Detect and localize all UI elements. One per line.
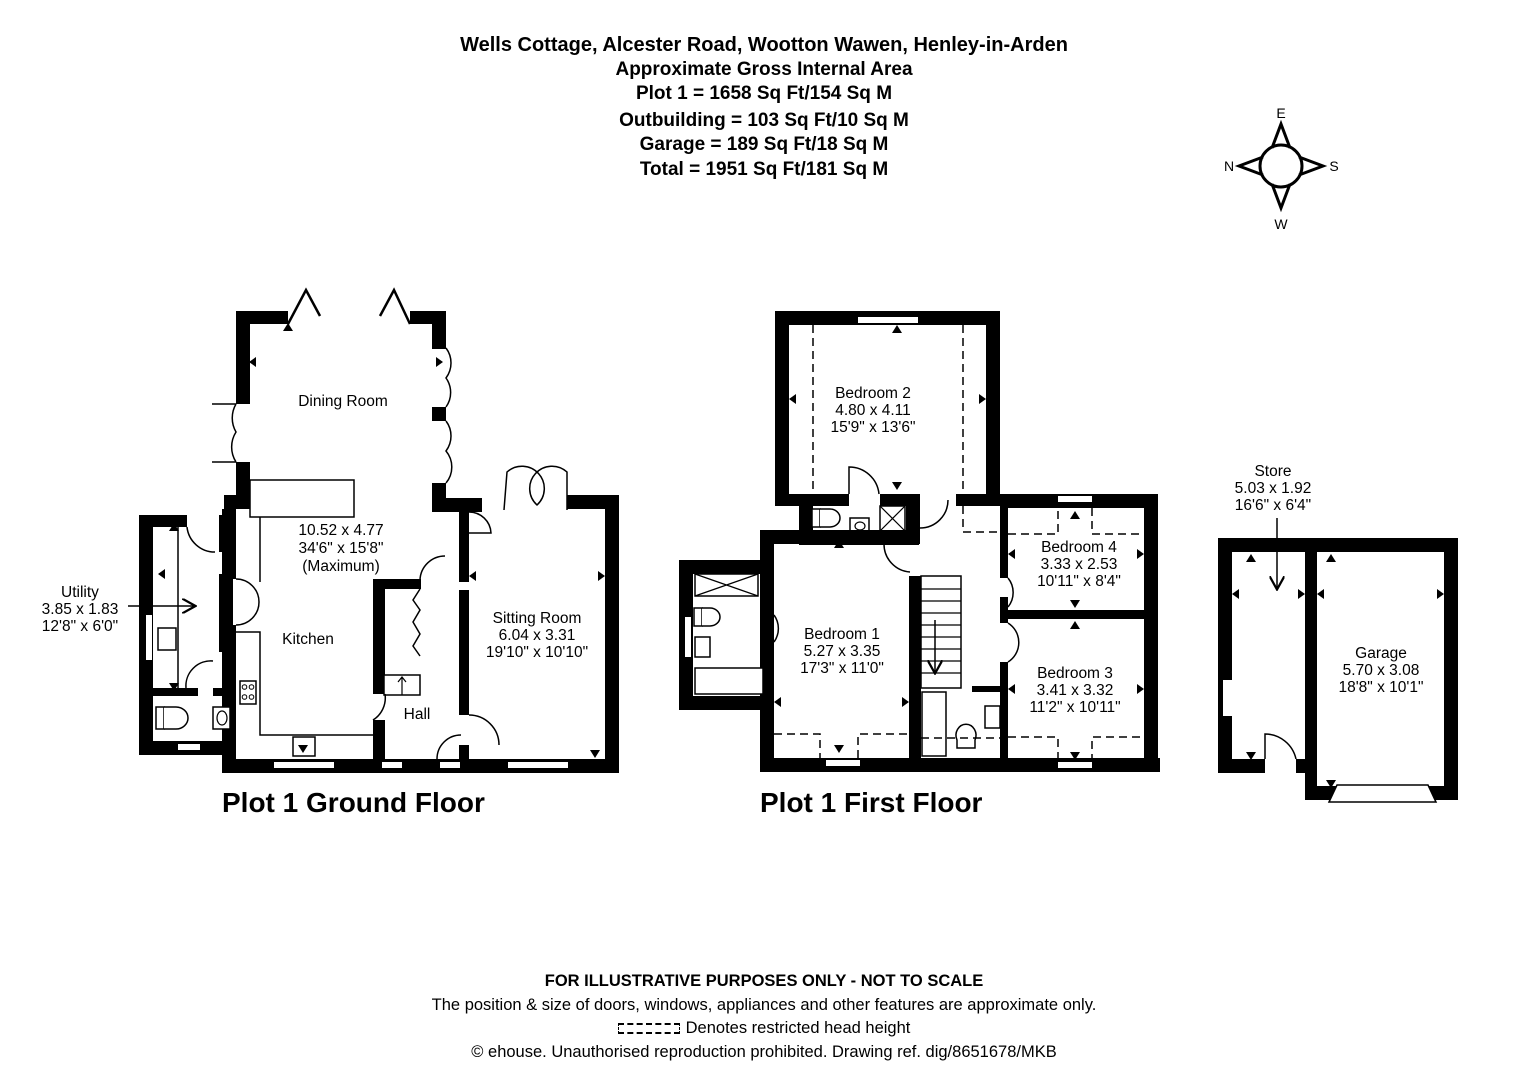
copyright-icon: © [471,1042,484,1061]
title-block: Wells Cottage, Alcester Road, Wootton Wa… [0,33,1528,182]
area-total: Total = 1951 Sq Ft/181 Sq M [639,158,889,180]
store-dims-imperial: 16'6" x 6'4" [1235,497,1311,514]
garage-label: Garage [1355,645,1407,662]
dining-room-label: Dining Room [298,393,388,410]
approximation-note: The position & size of doors, windows, a… [431,995,1097,1014]
bedroom-4-dims-metric: 3.33 x 2.53 [1041,556,1118,573]
bedroom-1-dims-imperial: 17'3" x 11'0" [800,660,884,677]
bedroom-1-label: Bedroom 1 [804,626,880,643]
garage-dims-metric: 5.70 x 3.08 [1343,662,1420,679]
ground-floor-title: Plot 1 Ground Floor [222,787,485,818]
disclaimer: FOR ILLUSTRATIVE PURPOSES ONLY - NOT TO … [544,972,984,990]
property-address: Wells Cottage, Alcester Road, Wootton Wa… [460,34,1068,56]
bedroom-4-dims-imperial: 10'11" x 8'4" [1037,573,1121,590]
bedroom-3-dims-imperial: 11'2" x 10'11" [1029,699,1120,716]
utility-label: Utility [61,584,99,601]
first-floor-plan [679,311,1160,772]
area-outbuilding: Outbuilding = 103 Sq Ft/10 Sq M [619,109,909,131]
compass-south: S [1329,158,1338,174]
bedroom-2-dims-imperial: 15'9" x 13'6" [830,419,915,436]
bedroom-2-dims-metric: 4.80 x 4.11 [835,402,911,419]
sitting-room-label: Sitting Room [493,610,582,627]
copyright-text: ehouse. Unauthorised reproduction prohib… [488,1042,1057,1061]
compass-icon: E N S W [1224,105,1339,232]
legend-text: Denotes restricted head height [685,1019,911,1037]
utility-dims-metric: 3.85 x 1.83 [42,601,119,618]
area-subtitle: Approximate Gross Internal Area [615,58,913,80]
bedroom-3-dims-metric: 3.41 x 3.32 [1037,682,1114,699]
area-garage: Garage = 189 Sq Ft/18 Sq M [639,134,889,155]
footer: FOR ILLUSTRATIVE PURPOSES ONLY - NOT TO … [0,970,1528,1064]
store-label: Store [1254,463,1291,480]
kitchen-dims-imperial: 34'6" x 15'8" [298,540,383,557]
sitting-room-dims-imperial: 19'10" x 10'10" [486,644,588,661]
legend: Denotes restricted head height [0,1017,1528,1041]
bedroom-1-dims-metric: 5.27 x 3.35 [804,643,881,660]
first-floor-title: Plot 1 First Floor [760,787,983,818]
ground-floor-plan [128,287,619,773]
garage-dims-imperial: 18'8" x 10'1" [1338,679,1423,696]
kitchen-dims-note: (Maximum) [302,558,380,575]
utility-dims-imperial: 12'8" x 6'0" [42,618,118,635]
compass-north: N [1224,158,1234,174]
area-plot1: Plot 1 = 1658 Sq Ft/154 Sq M [635,83,893,104]
compass-west: W [1274,216,1288,232]
hall-label: Hall [404,706,431,723]
bedroom-4-label: Bedroom 4 [1041,539,1117,556]
kitchen-label: Kitchen [282,631,334,648]
kitchen-dims-metric: 10.52 x 4.77 [298,522,383,539]
compass-east: E [1276,105,1285,121]
bedroom-3-label: Bedroom 3 [1037,665,1113,682]
copyright-line: © ehouse. Unauthorised reproduction proh… [0,1041,1528,1065]
restricted-head-height-icon [617,1023,680,1034]
bedroom-2-label: Bedroom 2 [835,385,911,402]
sitting-room-dims-metric: 6.04 x 3.31 [499,627,576,644]
outbuilding-plan [1218,518,1458,803]
store-dims-metric: 5.03 x 1.92 [1235,480,1312,497]
